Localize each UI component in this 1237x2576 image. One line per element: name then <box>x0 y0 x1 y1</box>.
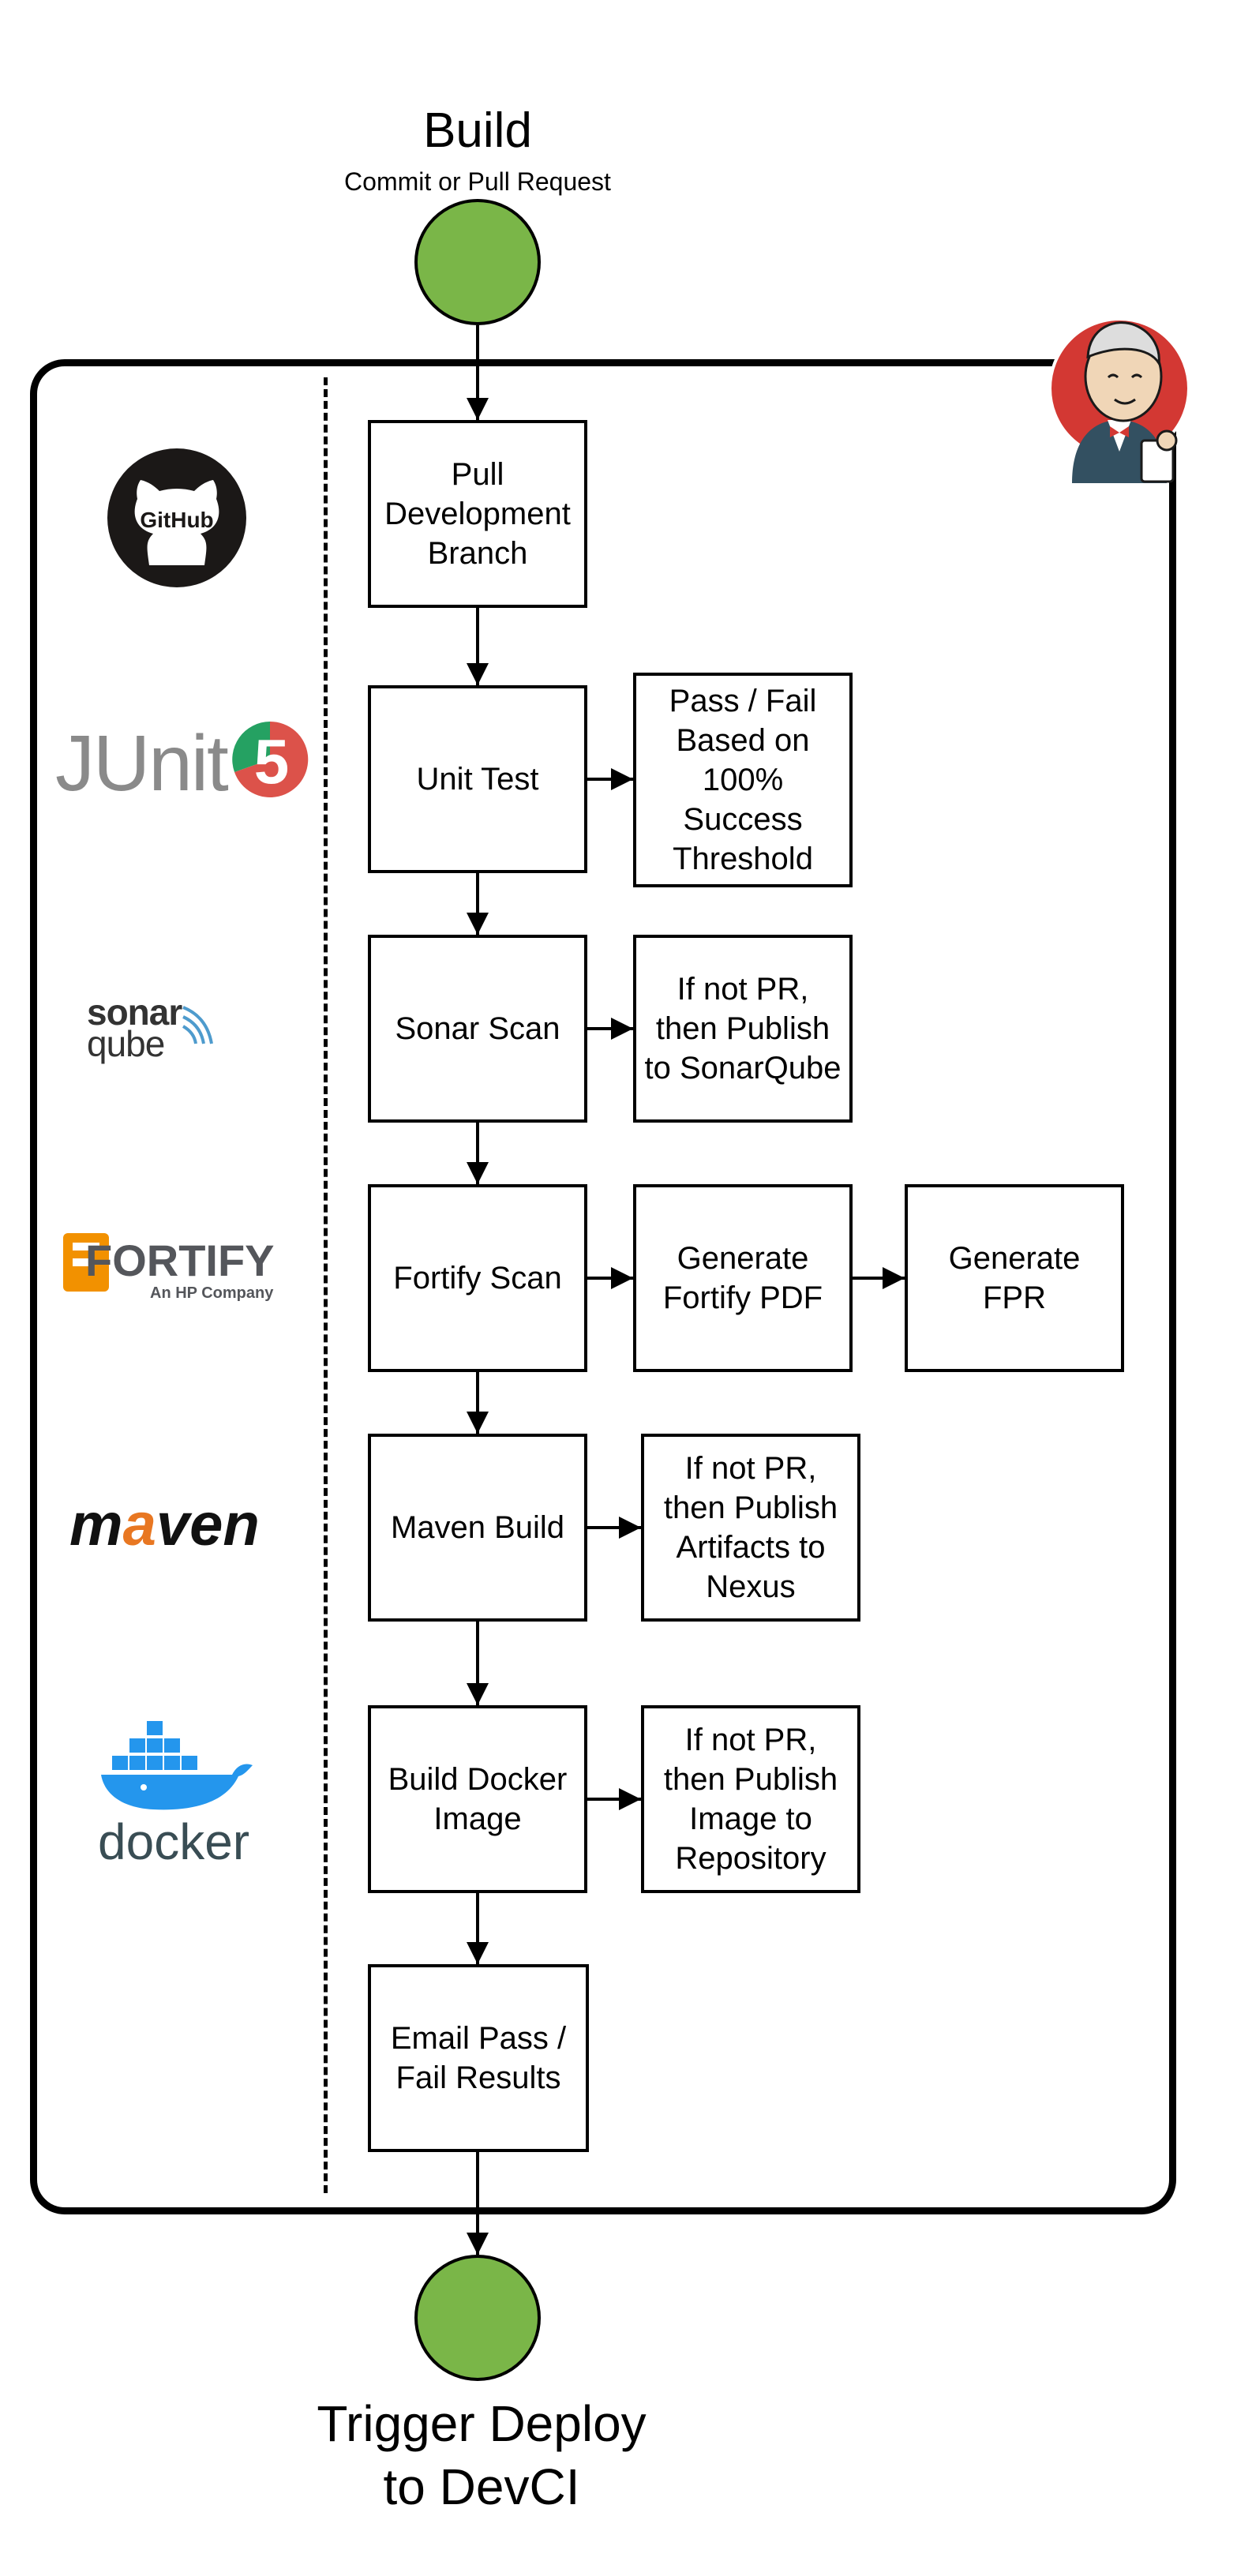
step-fortify-scan: Fortify Scan <box>368 1184 587 1372</box>
sonar-waves-icon <box>182 1006 213 1044</box>
maven-publish-box: If not PR, then Publish Artifacts to Nex… <box>641 1434 860 1622</box>
step-pull-branch: Pull Development Branch <box>368 420 587 608</box>
sonar-word: sonar <box>87 992 182 1033</box>
maven-ven: ven <box>156 1491 260 1558</box>
sonar-publish-box: If not PR, then Publish to SonarQube <box>633 935 853 1123</box>
docker-publish-box: If not PR, then Publish Image to Reposit… <box>641 1705 860 1893</box>
start-node <box>414 199 541 325</box>
junit-wordmark: JUnit <box>55 719 229 808</box>
jenkins-mascot <box>1048 317 1190 483</box>
lane-divider <box>324 377 328 2193</box>
maven-a: a <box>122 1491 156 1558</box>
step-docker-build: Build Docker Image <box>368 1705 587 1893</box>
end-label: Trigger Deploy to DevCI <box>317 2395 647 2515</box>
docker-whale-icon <box>101 1721 253 1810</box>
start-subtitle: Commit or Pull Request <box>344 167 611 196</box>
step-maven-build: Maven Build <box>368 1434 587 1622</box>
docker-wordmark: docker <box>98 1813 250 1870</box>
fortify-wordmark: FORTIFY <box>85 1236 275 1285</box>
maven-m: m <box>69 1491 123 1558</box>
maven-logo: maven <box>69 1490 260 1559</box>
junit-number: 5 <box>254 726 290 797</box>
sonarqube-logo: sonar qube <box>87 992 182 1064</box>
end-node <box>414 2255 541 2381</box>
step-unit-test: Unit Test <box>368 685 587 873</box>
fortify-tagline: An HP Company <box>150 1284 274 1302</box>
pipeline-frame <box>30 359 1176 2214</box>
step-sonar-scan: Sonar Scan <box>368 935 587 1123</box>
fortify-logo: FORTIFY An HP Company <box>63 1233 275 1302</box>
fortify-fpr-box: Generate FPR <box>905 1184 1124 1372</box>
github-logo: GitHub <box>107 448 246 587</box>
github-wordmark: GitHub <box>140 508 213 532</box>
step-email-results: Email Pass / Fail Results <box>368 1964 589 2152</box>
fortify-pdf-box: Generate Fortify PDF <box>633 1184 853 1372</box>
junit5-logo: 5 <box>232 721 309 797</box>
start-title: Build <box>423 103 532 158</box>
unit-test-threshold-box: Pass / Fail Based on 100% Success Thresh… <box>633 673 853 887</box>
qube-word: qube <box>87 1023 165 1064</box>
